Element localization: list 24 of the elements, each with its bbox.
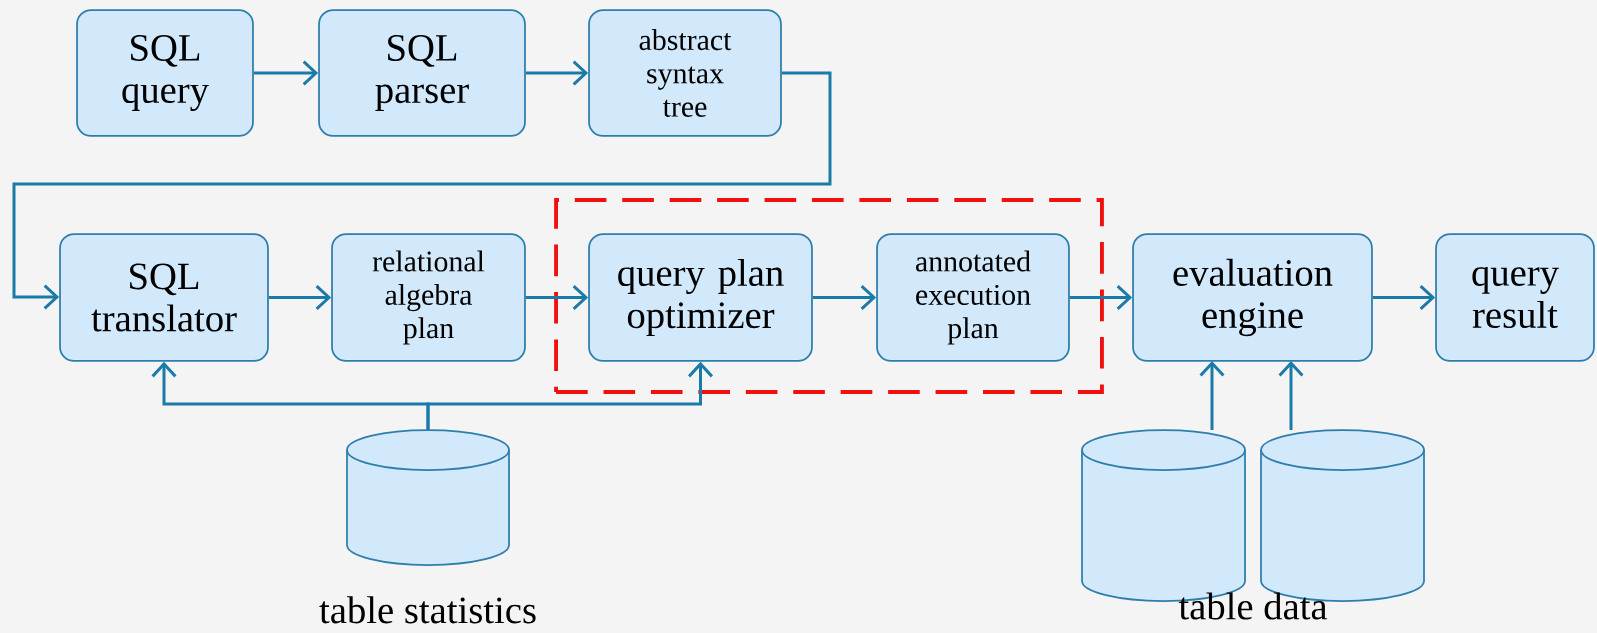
arrow [12,71,832,310]
process-box: abstract syntax tree [588,9,782,137]
database-cylinder [346,429,510,566]
arrow [1278,361,1304,430]
arrow [525,285,589,311]
arrow [426,361,714,430]
caption-text: table statistics [319,596,536,624]
arrow [1199,361,1225,430]
arrow [253,60,319,86]
process-box: SQL translator [59,233,269,362]
process-box: relational algebra plan [331,233,526,362]
process-box: evaluation engine [1132,233,1373,362]
process-box: annotated execution plan [876,233,1070,362]
arrow [525,60,589,86]
dashed-region [554,198,1104,394]
process-box: query plan optimizer [588,233,813,362]
arrow [812,285,877,311]
process-box: SQL parser [318,9,526,137]
arrow [268,285,332,311]
caption-text: table data [1178,592,1328,620]
process-box: query result [1435,233,1595,362]
arrow [1069,285,1133,311]
arrow [1372,285,1436,311]
process-box: SQL query [76,9,254,137]
